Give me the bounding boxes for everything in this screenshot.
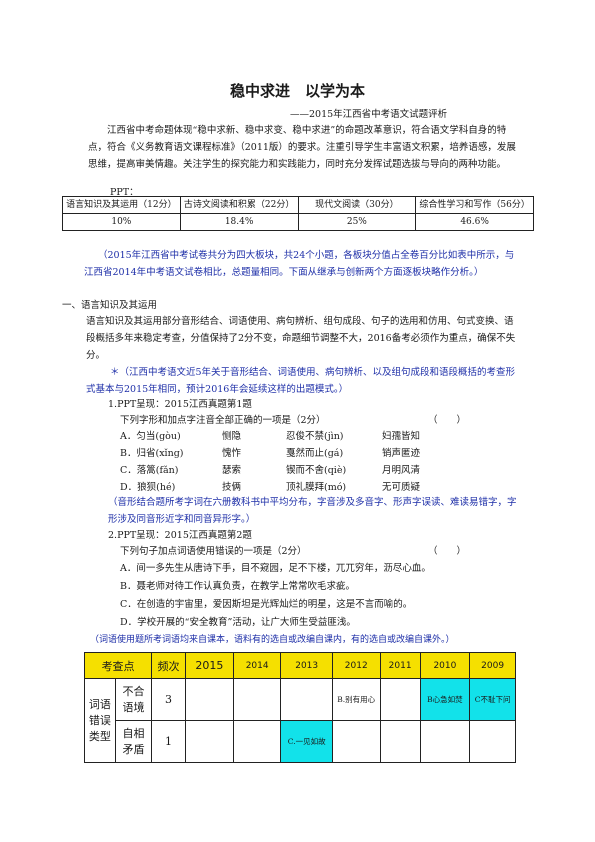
frequency-table-header: 考查点 — [83, 652, 153, 679]
table-cell — [379, 678, 421, 721]
option-item: B．归省(xǐng) — [120, 448, 184, 459]
forecast-note: ＊（江西中考语文近5年关于音形结合、词语使用、病句辨析、以及组句成段和语段概括的… — [86, 367, 516, 395]
page-subtitle: ——2015年江西省中考语文试题评析 — [290, 109, 448, 120]
frequency-table-header: 2012 — [331, 652, 381, 679]
table-cell — [280, 678, 333, 721]
option-item: 顶礼膜拜(mó) — [286, 482, 347, 493]
frequency-table-header: 2013 — [280, 652, 333, 679]
score-table-cell: 46.6% — [415, 213, 534, 231]
row-type-label-text: 自相矛盾 — [122, 726, 145, 756]
question1-note: （音形结合题所考字词在六册教科书中平均分布，字音涉及多音字、形声字误读、难读易错… — [108, 497, 517, 525]
section-heading: 一、语言知识及其运用 — [62, 300, 158, 311]
table-row: 自相矛盾 1 C.一见如故 — [85, 720, 516, 763]
frequency-table-header-row: 考查点 频次 2015 2014 2013 2012 2011 2010 200… — [83, 652, 516, 679]
option-item: 锲而不舍(qiè) — [286, 465, 347, 476]
score-table-cell: 18.4% — [179, 213, 299, 231]
option-item: A．匀当(gòu) — [120, 431, 181, 442]
table-cell — [184, 678, 234, 721]
frequency-table: 考查点 频次 2015 2014 2013 2012 2011 2010 200… — [83, 652, 516, 763]
score-table-cell: 10% — [62, 213, 181, 231]
table-row: 词语错误类型 不合语境 3 B.别有用心 B心急如焚 C不耻下问 — [84, 678, 516, 763]
frequency-table-header: 2011 — [379, 652, 421, 679]
table-cell: B.别有用心 — [331, 678, 381, 721]
option-item: 技俩 — [222, 482, 242, 493]
table-cell — [379, 720, 421, 763]
ppt-label: PPT： — [110, 187, 139, 198]
answer-parenthesis: （ ） — [428, 415, 467, 426]
analysis-note: （2015年江西省中考试卷共分为四大板块，共24个小题，各板块分值占全卷百分比如… — [84, 250, 515, 278]
table-cell — [232, 720, 282, 763]
score-table-header: 语言知识及其运用（12分） — [62, 196, 181, 214]
frequency-count: 3 — [151, 678, 186, 721]
option-item: 忍俊不禁(jìn) — [286, 431, 344, 442]
table-cell — [232, 678, 282, 721]
question2-stem: 下列句子加点词语使用错误的一项是（2分） — [120, 546, 307, 557]
option-item: D．狼狈(hé) — [120, 482, 176, 493]
score-table-header: 现代文阅读（30分） — [297, 196, 417, 214]
score-table-cell: 25% — [297, 213, 417, 231]
option-item: 戛然而止(gá) — [286, 448, 344, 459]
option-item: 愧怍 — [222, 448, 242, 459]
frequency-count: 1 — [151, 720, 186, 763]
table-cell-highlighted: C不耻下问 — [469, 678, 516, 721]
option-item: 销声匿迹 — [382, 448, 421, 459]
row-type-label: 不合语境 — [114, 678, 153, 721]
intro-paragraph: 江西省中考命题体现“稳中求新、稳中求变、稳中求进”的命题改革意识，符合语文学科自… — [88, 125, 516, 170]
option-item: 妇孺皆知 — [382, 431, 421, 442]
option-item: 瑟索 — [222, 465, 242, 476]
page-title: 稳中求进 以学为本 — [229, 82, 365, 100]
answer-parenthesis: （ ） — [428, 546, 467, 557]
frequency-table-header: 2009 — [469, 652, 516, 679]
row-type-label-text: 不合语境 — [122, 684, 145, 714]
option-item: D．学校开展的“安全教育”活动，让广大师生受益匪浅。 — [120, 617, 356, 628]
score-table-header-row: 语言知识及其运用（12分） 古诗文阅读和积累（22分） 现代文阅读（30分） 综… — [62, 196, 534, 214]
table-cell-highlighted: C.一见如故 — [280, 720, 333, 763]
section-paragraph: 语言知识及其运用部分音形结合、词语使用、病句辨析、组句成段、句子的选用和仿用、句… — [86, 316, 516, 361]
frequency-table-header: 2010 — [419, 652, 471, 679]
option-item: C．在创造的宇宙里，爱因斯坦是光辉灿烂的明星，这是不言而喻的。 — [120, 599, 413, 610]
score-table: 语言知识及其运用（12分） 古诗文阅读和积累（22分） 现代文阅读（30分） 综… — [62, 196, 534, 231]
question2-ppt-label: 2.PPT呈现：2015江西真题第2题 — [108, 530, 252, 541]
table-cell — [184, 720, 234, 763]
score-table-value-row: 10% 18.4% 25% 46.6% — [62, 213, 534, 231]
row-type-label: 自相矛盾 — [114, 720, 153, 763]
frequency-table-header: 频次 — [151, 652, 186, 679]
option-item: B．聂老师对待工作认真负责，在教学上常常吹毛求疵。 — [120, 581, 355, 592]
row-group-label-text: 词语错误类型 — [88, 697, 111, 743]
question1-ppt-label: 1.PPT呈现：2015江西真题第1题 — [108, 399, 252, 410]
question1-stem: 下列字形和加点字注音全部正确的一项是（2分） — [120, 415, 326, 426]
frequency-table-header: 2015 — [184, 652, 234, 679]
option-item: A．间一多先生从唐诗下手，目不窥园，足不下楼，兀兀穷年，沥尽心血。 — [120, 563, 431, 574]
frequency-table-header: 2014 — [232, 652, 282, 679]
table-cell — [419, 720, 471, 763]
score-table-header: 综合性学习和写作（56分） — [415, 196, 534, 214]
option-item: 恻隐 — [222, 431, 242, 442]
question2-note: （词语使用题所考词语均来自课本，语料有的选自或改编自课内，有的选自或改编自课外。… — [90, 635, 455, 645]
table-cell-highlighted: B心急如焚 — [419, 678, 471, 721]
option-item: C．落篙(fǎn) — [120, 465, 179, 476]
row-group-label: 词语错误类型 — [84, 678, 116, 763]
option-item: 无可质疑 — [382, 482, 421, 493]
table-cell — [331, 720, 381, 763]
score-table-header: 古诗文阅读和积累（22分） — [179, 196, 299, 214]
table-cell — [469, 720, 516, 763]
option-item: 月明风清 — [382, 465, 421, 476]
